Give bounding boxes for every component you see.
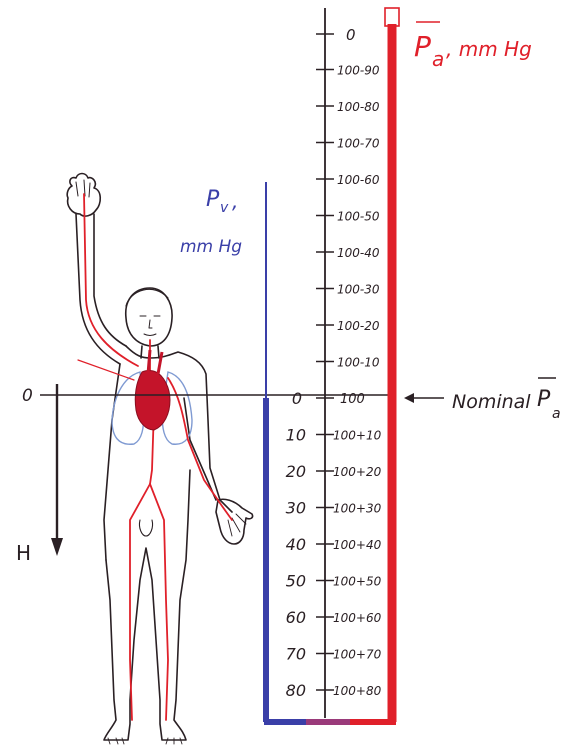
scale-upper-label: 100-10 — [337, 356, 380, 370]
svg-text:, mm Hg: , mm Hg — [446, 37, 532, 61]
venous-label: P v , mm Hg — [180, 187, 242, 257]
scale-lower-label: 100+20 — [333, 465, 382, 479]
heart — [135, 371, 170, 431]
scale-lower-label: 100+30 — [333, 502, 382, 516]
arterial-label: P a , mm Hg — [414, 22, 532, 71]
h-label: H — [16, 541, 31, 565]
scale-upper-label: 100-70 — [337, 137, 380, 151]
scale-lower-label: 100+60 — [333, 611, 382, 625]
head — [126, 288, 172, 346]
scale-venous-label: 70 — [286, 645, 306, 664]
scale-lower-label: 100+40 — [333, 538, 382, 552]
scale-venous-label: 60 — [286, 608, 306, 627]
scale-ticks: 0100-90100-80100-70100-60100-50100-40100… — [286, 26, 382, 700]
scale-lower-label: 100+50 — [333, 575, 382, 589]
svg-text:P: P — [414, 30, 431, 63]
raised-arm — [76, 214, 126, 364]
scale-center-right-label: 100 — [340, 392, 365, 407]
scale-upper-label: 100-50 — [337, 210, 380, 224]
svg-text:a: a — [432, 47, 444, 71]
legs — [104, 470, 190, 740]
scale-lower-label: 100+10 — [333, 429, 382, 443]
svg-text:mm Hg: mm Hg — [180, 237, 242, 257]
scale-venous-label: 80 — [286, 681, 306, 700]
scale-upper-label: 100-30 — [337, 283, 380, 297]
scale-upper-label: 100-20 — [337, 319, 380, 333]
scale-venous-label: 30 — [286, 499, 306, 518]
scale-upper-label: 100-60 — [337, 173, 380, 187]
scale-top-zero-label: 0 — [346, 26, 356, 44]
scale-upper-label: 100-80 — [337, 100, 380, 114]
scale-center-left-label: 0 — [292, 389, 302, 408]
svg-text:Nominal: Nominal — [452, 391, 531, 413]
scale-lower-label: 100+80 — [333, 684, 382, 698]
height-arrow — [51, 384, 63, 556]
scale-upper-label: 100-90 — [337, 64, 380, 78]
nominal-arrow — [404, 393, 444, 403]
scale-venous-label: 50 — [286, 572, 306, 591]
arterial-tube-cap — [385, 8, 399, 26]
svg-text:P: P — [206, 187, 220, 212]
svg-text:P: P — [537, 387, 551, 412]
zero-label-left: 0 — [22, 386, 33, 406]
svg-text:,: , — [232, 189, 238, 213]
svg-text:a: a — [552, 406, 561, 422]
human-figure — [67, 174, 252, 745]
scale-upper-label: 100-40 — [337, 246, 380, 260]
torso — [126, 346, 232, 512]
svg-text:v: v — [220, 200, 229, 216]
scale-venous-label: 10 — [286, 426, 306, 445]
scale-lower-label: 100+70 — [333, 648, 382, 662]
scale-venous-label: 40 — [286, 535, 306, 554]
scale-venous-label: 20 — [286, 462, 306, 481]
nominal-label: Nominal P a — [452, 378, 561, 422]
